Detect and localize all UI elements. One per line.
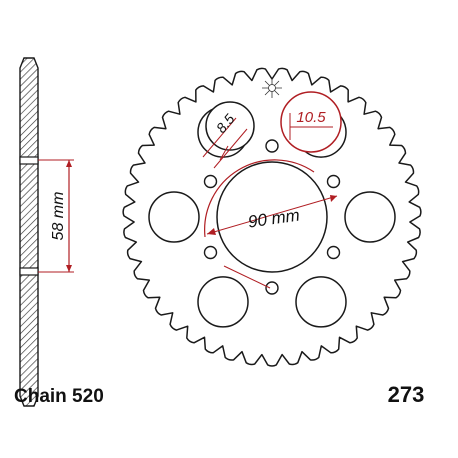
bolt-circle-dim-line [206,195,338,235]
hub-dim-arrow-bottom [66,265,72,272]
mounting-holes [203,139,341,295]
lower-hole-leader [223,265,271,289]
mounting-hole [265,281,279,295]
mounting-hole [326,174,341,189]
lightening-hole [295,276,347,328]
chain-label: Chain 520 [14,386,104,407]
lightening-hole [148,191,200,243]
mounting-hole [265,139,279,153]
hub-dim-arrow-top [66,160,72,167]
side-profile-body [19,57,39,407]
hub-band-top [19,156,39,165]
mounting-hole [203,245,218,260]
mounting-hole [326,245,341,260]
lightening-hole [344,191,396,243]
offset-callout-circle [205,101,255,151]
jt-star-logo [262,78,282,98]
part-number: 273 [388,382,425,407]
center-bore [216,161,328,273]
hole-callout-circle [280,91,342,153]
sprocket-face: 90 mm 10.5 8.5 [122,67,422,367]
lightening-hole [197,276,249,328]
hub-band-bottom [19,267,39,276]
side-profile: 58 mm [19,57,74,407]
bolt-circle-arc [204,159,315,238]
mounting-hole [203,174,218,189]
hole-diameter-label: 10.5 [296,109,326,126]
hub-width-label: 58 mm [50,192,67,241]
